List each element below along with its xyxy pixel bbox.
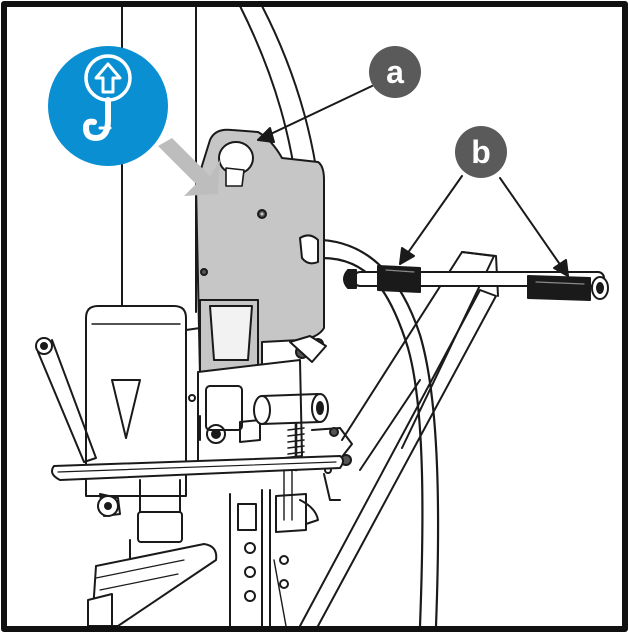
callout-leaders bbox=[257, 85, 569, 277]
guard-cover bbox=[85, 305, 201, 497]
grab-bar bbox=[51, 455, 344, 481]
lower-mast bbox=[229, 469, 319, 627]
callout-b-label: b bbox=[471, 134, 491, 170]
handlebar bbox=[343, 265, 609, 301]
direction-arrow bbox=[158, 138, 220, 196]
callout-a: a bbox=[369, 46, 421, 98]
callout-a-label: a bbox=[386, 54, 404, 90]
mechanism bbox=[188, 299, 327, 469]
callout-b: b bbox=[455, 126, 507, 178]
handle-grips bbox=[377, 265, 609, 301]
left-lever bbox=[35, 337, 97, 463]
lifting-hook-icon bbox=[48, 46, 168, 166]
lower-assembly bbox=[87, 479, 218, 627]
pivot-handle bbox=[253, 393, 329, 472]
